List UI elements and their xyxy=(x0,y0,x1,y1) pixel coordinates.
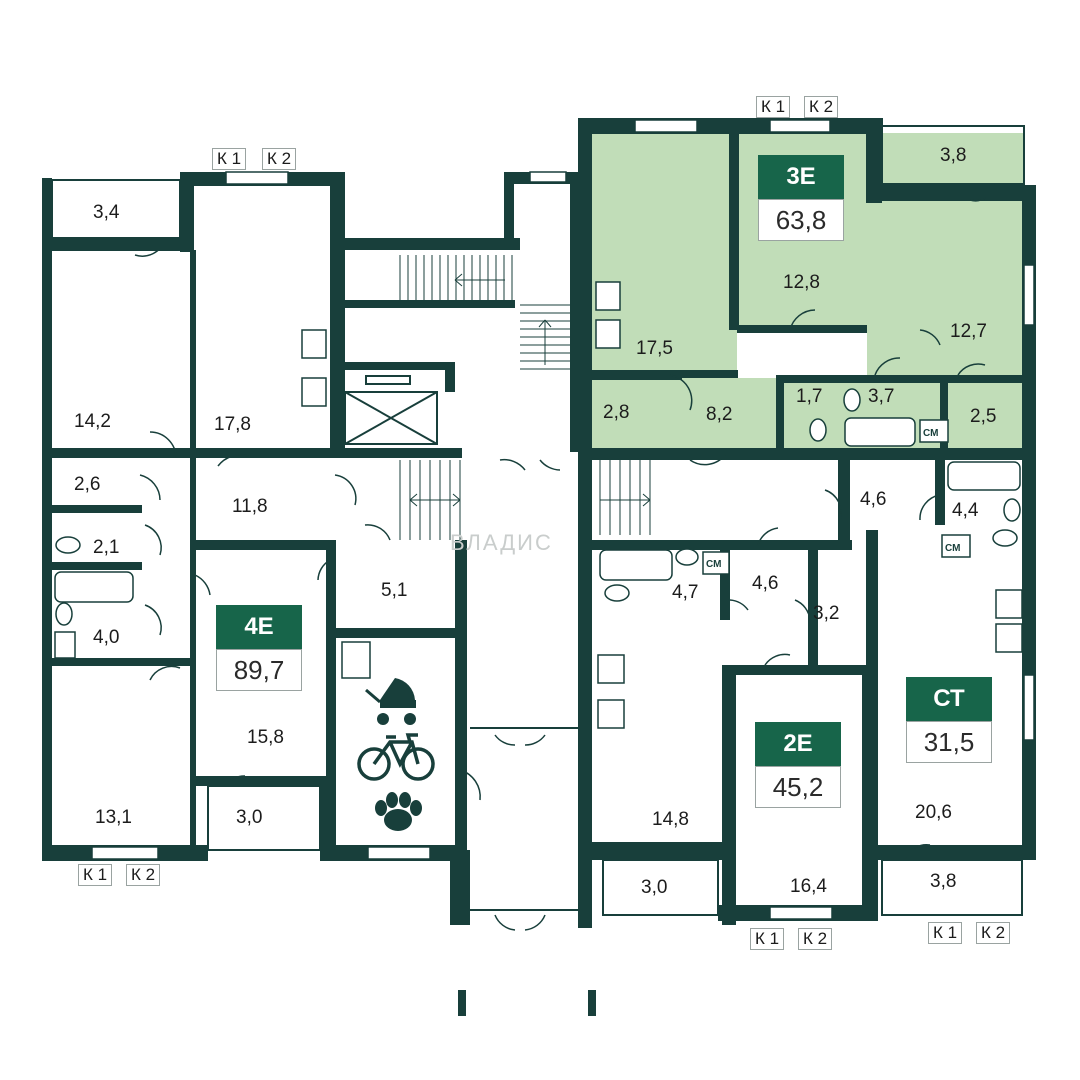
room-area: 3,0 xyxy=(236,807,262,828)
washer-icon xyxy=(941,534,971,558)
doors xyxy=(134,184,996,931)
room-area: 14,2 xyxy=(74,411,111,432)
sink-icon xyxy=(597,654,625,684)
sink-icon xyxy=(995,589,1023,619)
washer-icon xyxy=(702,551,730,575)
apartment-badge-3e: 3Е 63,8 xyxy=(758,155,844,241)
balconies xyxy=(51,125,1025,916)
sink-icon xyxy=(301,377,327,407)
toilet-icon xyxy=(809,418,827,442)
apartment-code: 2Е xyxy=(755,722,841,766)
apartment-total-area: 45,2 xyxy=(755,766,841,808)
room-area: 3,7 xyxy=(868,386,894,407)
toilet-icon xyxy=(55,536,81,554)
sink-icon xyxy=(1003,498,1021,522)
sink-icon xyxy=(843,388,861,412)
washer-label: СМ xyxy=(706,559,721,570)
watermark: ВЛАДИС xyxy=(450,530,553,555)
room-area: 11,8 xyxy=(232,496,268,517)
room-area: 3,8 xyxy=(940,145,966,166)
stroller-icon xyxy=(365,678,416,725)
tag-k2: К 2 xyxy=(798,928,833,950)
room-area: 2,5 xyxy=(970,406,996,427)
washer-label: СМ xyxy=(923,428,938,439)
room-area: 4,7 xyxy=(672,582,698,603)
tag-k1: К 1 xyxy=(750,928,785,950)
room-area: 5,1 xyxy=(381,580,407,601)
room-area: 16,4 xyxy=(790,876,827,897)
bathtub-icon xyxy=(844,417,916,447)
room-area: 3,4 xyxy=(93,202,120,223)
room-area: 1,7 xyxy=(796,386,822,407)
sink-icon xyxy=(675,548,699,566)
room-area: 4,0 xyxy=(93,627,119,648)
shower-icon xyxy=(341,641,371,679)
apartment-code: СТ xyxy=(906,677,992,721)
bicycle-icon xyxy=(357,733,435,781)
room-area: 8,2 xyxy=(706,404,732,425)
washer-labels: СМ СМ СМ xyxy=(706,428,960,570)
bathtub-icon xyxy=(947,461,1021,491)
tag-k1: К 1 xyxy=(928,922,963,944)
apartment-badge-4e: 4Е 89,7 xyxy=(216,605,302,691)
stove-icon xyxy=(301,329,327,359)
toilet-icon xyxy=(992,529,1018,547)
room-area: 12,8 xyxy=(783,272,820,293)
apartment-total-area: 31,5 xyxy=(906,721,992,763)
room-area: 15,8 xyxy=(247,727,284,748)
tag-k2: К 2 xyxy=(804,96,839,118)
washer-label: СМ xyxy=(945,543,960,554)
room-area: 14,8 xyxy=(652,809,689,830)
elevator-icon xyxy=(344,375,438,445)
apartment-badge-2e: 2Е 45,2 xyxy=(755,722,841,808)
apartment-badge-ct: СТ 31,5 xyxy=(906,677,992,763)
room-areas: 3,4 14,2 17,8 2,6 11,8 2,1 4,0 5,1 15,8 … xyxy=(74,145,996,898)
tag-k2: К 2 xyxy=(126,864,161,886)
apartment-total-area: 63,8 xyxy=(758,199,844,241)
toilet-icon xyxy=(604,584,630,602)
bathtub-icon xyxy=(599,549,673,581)
washer-icon xyxy=(54,631,76,659)
room-area: 12,7 xyxy=(950,321,987,342)
room-area: 17,5 xyxy=(636,338,673,359)
tag-k1: К 1 xyxy=(756,96,791,118)
room-area: 4,4 xyxy=(952,500,979,521)
sink-icon xyxy=(595,319,621,349)
washer-icon xyxy=(919,419,949,443)
sink-icon xyxy=(55,602,73,626)
tag-k2: К 2 xyxy=(262,148,297,170)
room-area: 13,1 xyxy=(95,807,132,828)
room-area: 3,0 xyxy=(641,877,667,898)
paw-icon xyxy=(375,792,422,831)
stove-icon xyxy=(597,699,625,729)
room-area: 3,2 xyxy=(813,603,839,624)
room-area: 2,6 xyxy=(74,474,100,495)
room-area: 3,8 xyxy=(930,871,956,892)
tag-k1: К 1 xyxy=(78,864,113,886)
room-area: 4,6 xyxy=(752,573,778,594)
apartment-code: 3Е xyxy=(758,155,844,199)
room-area: 4,6 xyxy=(860,489,886,510)
tag-k1: К 1 xyxy=(212,148,247,170)
stove-icon xyxy=(595,281,621,311)
fixtures xyxy=(54,281,1023,729)
room-area: 17,8 xyxy=(214,414,251,435)
apartment-code: 4Е xyxy=(216,605,302,649)
bathtub-icon xyxy=(54,571,134,603)
tag-k2: К 2 xyxy=(976,922,1011,944)
room-area: 2,1 xyxy=(93,537,119,558)
apartment-total-area: 89,7 xyxy=(216,649,302,691)
stove-icon xyxy=(995,623,1023,653)
windows xyxy=(91,119,1035,920)
room-area: 2,8 xyxy=(603,402,629,423)
stairs-icon xyxy=(399,255,651,540)
room-area: 20,6 xyxy=(915,802,952,823)
